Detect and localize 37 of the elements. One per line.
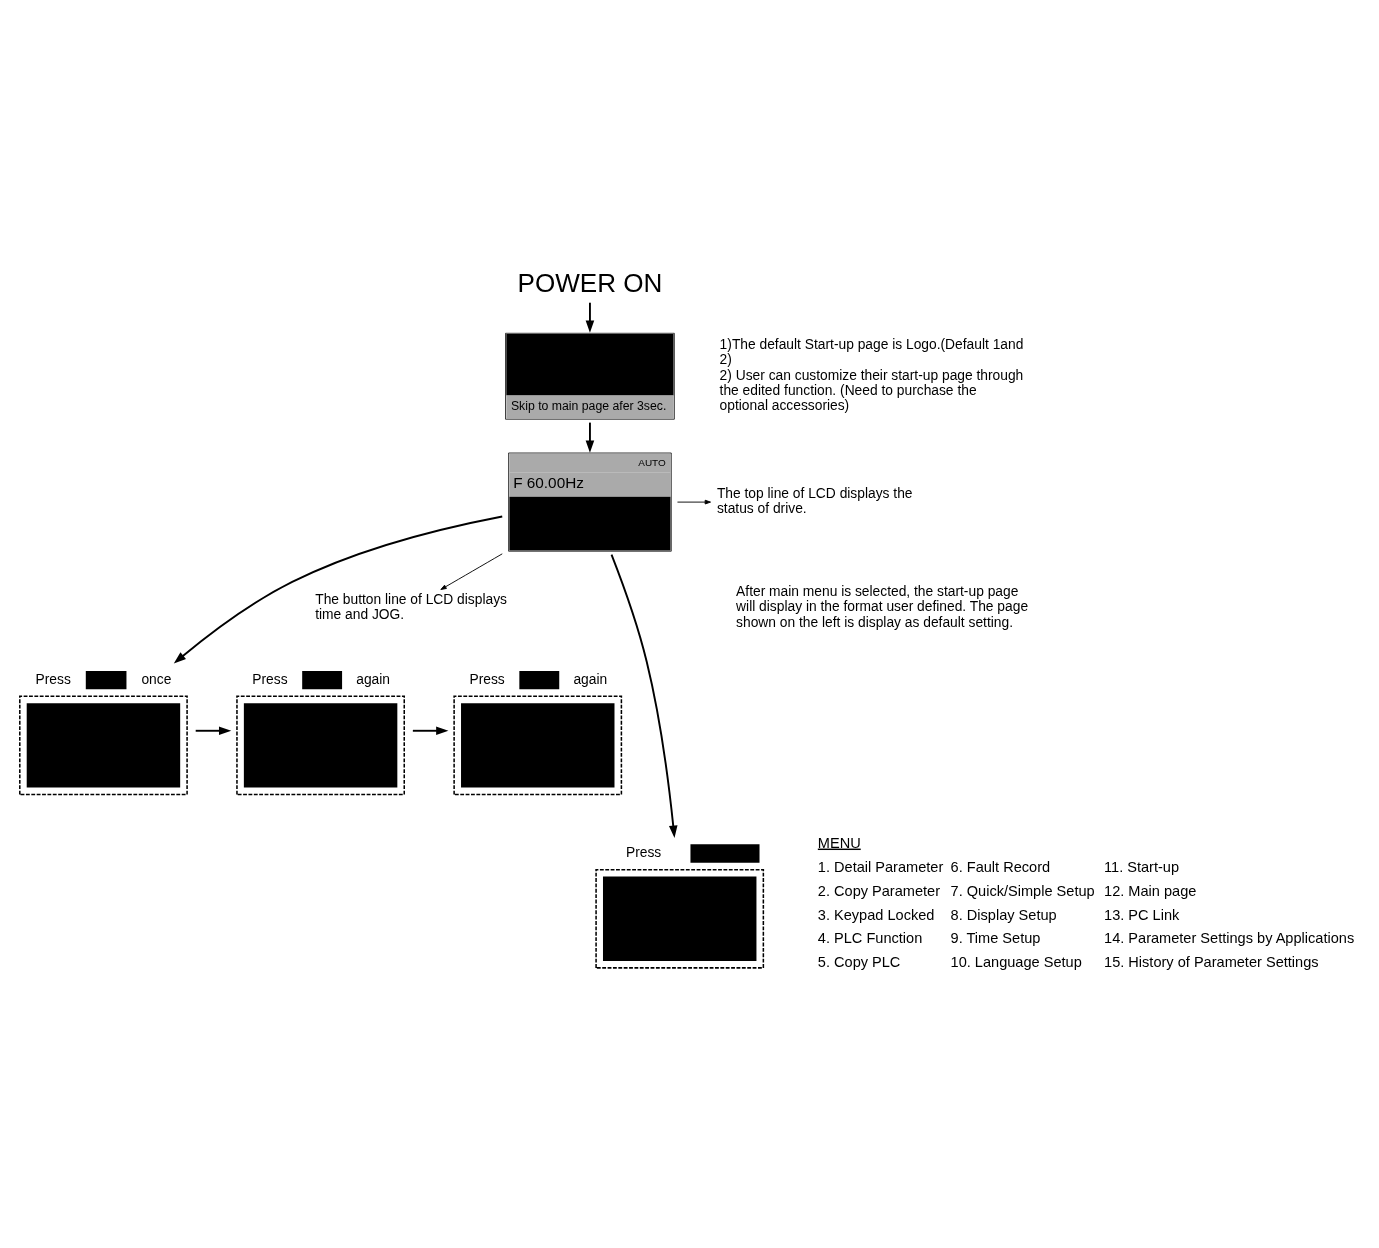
label: MENU: [817, 834, 861, 851]
label: 3. Keypad Locked: [817, 906, 935, 923]
label: 2. Copy Parameter: [817, 882, 941, 899]
arrow: [585, 421, 595, 453]
node-label: Press: [252, 670, 288, 687]
arrow: [610, 553, 678, 838]
label: 1)The default Start-up page is Logo.(Default 1and 2): [719, 335, 1024, 367]
label: 13. PC Link: [1104, 906, 1180, 923]
label: 10. Language Setup: [950, 953, 1082, 970]
arrow: [677, 499, 711, 504]
label: 2) User can customize their start-up page through the edited function. (Need to purchase the optional accessories): [719, 366, 1024, 413]
label: 15. History of Parameter Settings: [1104, 953, 1319, 970]
label: 5. Copy PLC: [817, 953, 901, 970]
node-text: POWER ON: [517, 267, 663, 298]
node-label: Press: [469, 670, 505, 687]
label: After main menu is selected, the start-up page will display in the format user defined. The page shown on the left is display as default setting.: [736, 582, 1029, 630]
label: 9. Time Setup: [950, 929, 1041, 946]
label: 14. Parameter Settings by Applications: [1104, 929, 1355, 946]
arrow: [585, 301, 595, 333]
label: 4. PLC Function: [817, 929, 923, 946]
node-label: again: [573, 670, 608, 687]
label: 8. Display Setup: [950, 906, 1057, 923]
label: 7. Quick/Simple Setup: [950, 882, 1095, 899]
arrow: [440, 552, 503, 590]
node-text: The top line of LCD displays the status of drive.: [716, 484, 913, 516]
label: 12. Main page: [1104, 882, 1197, 899]
arrow: [173, 515, 504, 664]
node-label: Press: [35, 670, 71, 687]
node-label: again: [356, 670, 391, 687]
label: 6. Fault Record: [950, 858, 1051, 875]
node-label: once: [141, 670, 172, 687]
node-text: The button line of LCD displays time and JOG.: [315, 590, 507, 622]
arrow: [194, 725, 232, 735]
arrow: [411, 725, 449, 735]
label: 1. Detail Parameter: [817, 858, 944, 875]
node-label: Press: [626, 843, 662, 860]
label: 11. Start-up: [1104, 858, 1180, 875]
